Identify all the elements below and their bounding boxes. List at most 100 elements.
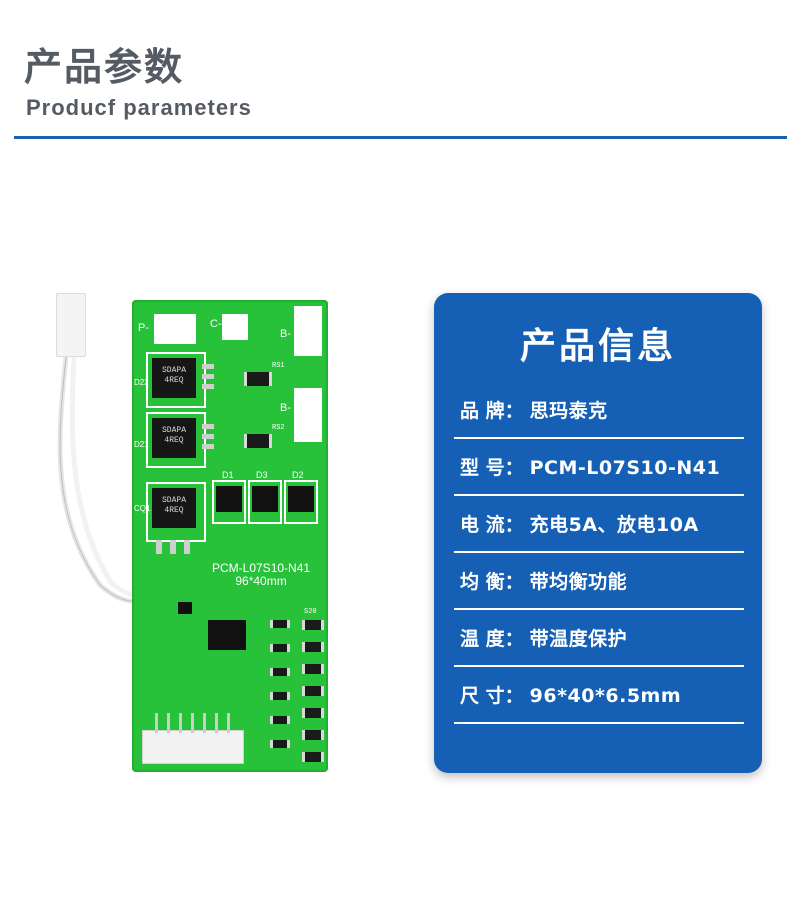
connector-pin <box>227 713 230 733</box>
diode-d2 <box>288 486 314 512</box>
pcb-model-text: PCM-L07S10-N41 <box>212 561 311 575</box>
header-divider <box>14 136 787 139</box>
pad-p-label: P- <box>138 322 149 334</box>
mos-lead <box>202 424 214 429</box>
product-info-card: 产品信息 品 牌：思玛泰克 型 号：PCM-L07S10-N41 电 流：充电5… <box>434 293 762 773</box>
product-image: P- C- B- B- SDAPA 4REQ D22 SDAPA 4REQ D2… <box>40 285 340 785</box>
smd-part <box>302 752 324 762</box>
pcb-silkscreen: PCM-L07S10-N41 96*40mm <box>212 562 310 588</box>
mos-outline-1 <box>146 352 206 408</box>
info-value: PCM-L07S10-N41 <box>529 457 721 479</box>
mos-text: 4REQ <box>164 376 184 385</box>
shunt-rs2 <box>244 434 272 448</box>
connector-pin <box>215 713 218 733</box>
connector-pin <box>155 713 158 733</box>
info-row-temperature: 温 度：带温度保护 <box>454 611 744 667</box>
info-label: 品 牌： <box>460 400 524 422</box>
connector-pin <box>167 713 170 733</box>
pad-b-minus-2 <box>294 388 322 442</box>
small-transistor <box>178 602 192 614</box>
mos-text: 4REQ <box>164 506 184 515</box>
info-label: 温 度： <box>460 628 524 650</box>
row-divider <box>454 665 744 667</box>
row-divider <box>454 722 744 724</box>
pad-c-label: C- <box>210 318 222 330</box>
cq1-label: CQ1 <box>134 504 151 513</box>
smd-part <box>270 692 290 700</box>
page-title-en: Producf parameters <box>26 95 252 120</box>
info-value: 带温度保护 <box>529 628 628 650</box>
pad-b-minus-1 <box>294 306 322 356</box>
smd-code-label: S20 <box>304 608 317 616</box>
info-row-current: 电 流：充电5A、放电10A <box>454 497 744 553</box>
smd-part <box>270 668 290 676</box>
diode-d3-outline <box>248 480 282 524</box>
info-value: 96*40*6.5mm <box>529 685 682 707</box>
d21-label: D21 <box>134 440 149 449</box>
info-label: 尺 寸： <box>460 685 524 707</box>
rs2-label: RS2 <box>272 424 285 432</box>
pad-b-label-1: B- <box>280 328 291 340</box>
info-row-size: 尺 寸：96*40*6.5mm <box>454 668 744 724</box>
connector-pin <box>191 713 194 733</box>
d1-label: D1 <box>222 470 234 480</box>
pcb-size-text: 96*40mm <box>235 574 287 588</box>
mos-text: SDAPA <box>161 426 186 435</box>
smd-part <box>302 642 324 652</box>
temperature-sensor <box>56 293 86 357</box>
smd-part <box>302 708 324 718</box>
mos-lead <box>202 444 214 449</box>
protection-ic <box>208 620 246 650</box>
pad-b-label-2: B- <box>280 402 291 414</box>
row-divider <box>454 437 744 439</box>
smd-part <box>270 716 290 724</box>
shunt-rs1 <box>244 372 272 386</box>
info-value: 带均衡功能 <box>529 571 628 593</box>
smd-part <box>270 620 290 628</box>
info-row-brand: 品 牌：思玛泰克 <box>454 383 744 439</box>
info-label: 型 号： <box>460 457 524 479</box>
mos-lead <box>202 384 214 389</box>
connector-pin <box>203 713 206 733</box>
info-label: 均 衡： <box>460 571 524 593</box>
mosfet-d21: SDAPA 4REQ <box>152 418 196 458</box>
diode-d1 <box>216 486 242 512</box>
diode-d3 <box>252 486 278 512</box>
info-row-balance: 均 衡：带均衡功能 <box>454 554 744 610</box>
d22-label: D22 <box>134 378 149 387</box>
info-value: 思玛泰克 <box>529 400 608 422</box>
diode-d2-outline <box>284 480 318 524</box>
smd-part <box>302 686 324 696</box>
info-label: 电 流： <box>460 514 524 536</box>
mos-text: SDAPA <box>161 366 186 375</box>
mos-lead <box>202 434 214 439</box>
info-value: 充电5A、放电10A <box>529 514 699 536</box>
rs1-label: RS1 <box>272 362 285 370</box>
pad-p-minus <box>154 314 196 344</box>
mos-outline-3 <box>146 482 206 542</box>
mos-outline-2 <box>146 412 206 468</box>
mosfet-d22: SDAPA 4REQ <box>152 358 196 398</box>
d3-label: D3 <box>256 470 268 480</box>
page-title-cn: 产品参数 <box>24 45 185 89</box>
mosfet-cq1: SDAPA 4REQ <box>152 488 196 528</box>
diode-d1-outline <box>212 480 246 524</box>
smd-part <box>302 620 324 630</box>
info-row-model: 型 号：PCM-L07S10-N41 <box>454 440 744 496</box>
smd-part <box>302 664 324 674</box>
row-divider <box>454 608 744 610</box>
smd-part <box>270 740 290 748</box>
smd-part <box>270 644 290 652</box>
d2-label: D2 <box>292 470 304 480</box>
balance-connector <box>142 713 244 764</box>
mos-text: SDAPA <box>161 496 186 505</box>
row-divider <box>454 494 744 496</box>
pad-c-minus <box>222 314 248 340</box>
mos-text: 4REQ <box>164 436 184 445</box>
mos-lead <box>202 374 214 379</box>
pcb-board: P- C- B- B- SDAPA 4REQ D22 SDAPA 4REQ D2… <box>132 300 328 772</box>
card-title: 产品信息 <box>519 326 676 367</box>
smd-part <box>302 730 324 740</box>
connector-pin <box>179 713 182 733</box>
mos-lead <box>184 540 190 554</box>
